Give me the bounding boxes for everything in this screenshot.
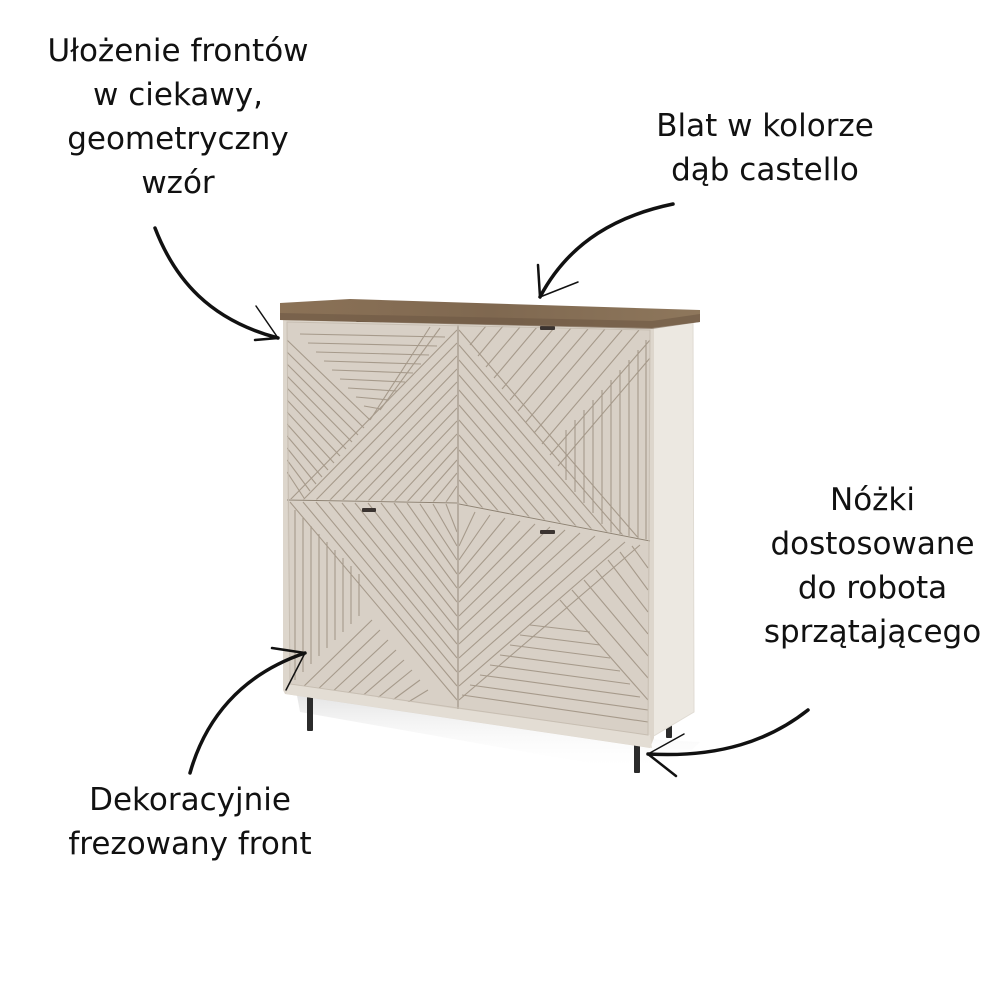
caption-fronts-layout: Ułożenie frontów w ciekawy, geometryczny…: [18, 29, 338, 205]
caption-legs: Nóżki dostosowane do robota sprzątająceg…: [745, 478, 1000, 654]
door-seams: [286, 321, 651, 736]
caption-line: dostosowane: [770, 526, 975, 562]
cabinet-plinth: [286, 684, 652, 748]
caption-line: frezowany front: [68, 826, 312, 862]
caption-line: wzór: [141, 165, 215, 201]
door-bottom-right[interactable]: [459, 505, 650, 735]
annotation-arrows: [153, 202, 810, 778]
caption-line: Blat w kolorze: [656, 108, 874, 144]
door-top-right[interactable]: [459, 325, 650, 540]
caption-line: w ciekawy,: [93, 77, 263, 113]
caption-line: Dekoracyjnie: [89, 782, 291, 818]
arrow-icon-countertop: [536, 202, 675, 299]
caption-line: sprzątającego: [763, 614, 982, 650]
caption-line: do robota: [797, 570, 948, 606]
caption-line: geometryczny: [67, 121, 289, 157]
cabinet-fronts: [287, 322, 650, 735]
milled-pattern: [287, 325, 650, 723]
door-bottom-left[interactable]: [287, 501, 457, 709]
door-top-left[interactable]: [287, 322, 457, 502]
arrow-icon-fronts: [153, 226, 280, 342]
arrow-icon-decorative-front: [188, 646, 307, 775]
caption-line: dąb castello: [671, 152, 859, 188]
handle-bottom-left[interactable]: [362, 508, 376, 512]
caption-countertop: Blat w kolorze dąb castello: [625, 104, 905, 192]
cabinet-side-panel: [651, 315, 695, 738]
countertop: [280, 299, 700, 329]
caption-line: Ułożenie frontów: [47, 33, 309, 69]
arrow-icon-legs: [646, 708, 810, 778]
handle-bottom-right[interactable]: [540, 530, 555, 534]
caption-line: Nóżki: [830, 482, 915, 518]
leg-front-right: [634, 738, 640, 773]
handle-top-right[interactable]: [540, 326, 555, 330]
caption-decorative-front: Dekoracyjnie frezowany front: [30, 778, 350, 866]
